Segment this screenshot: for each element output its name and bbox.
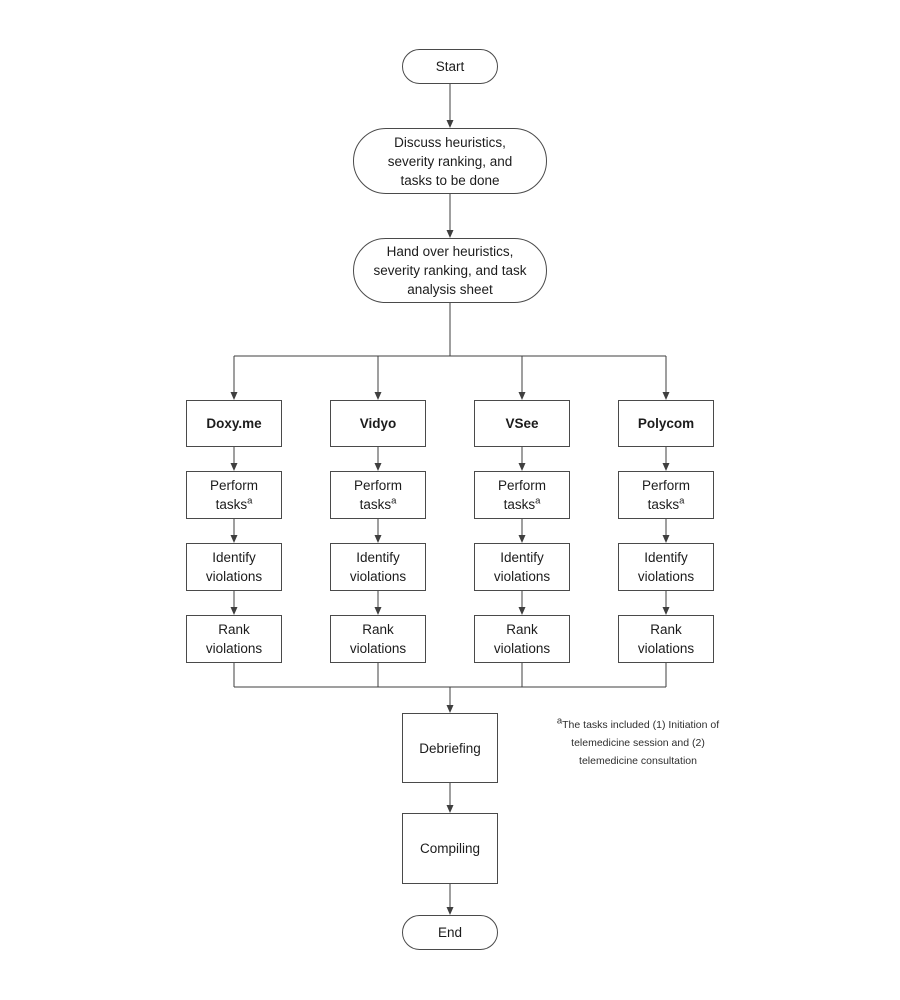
connector-perform-identify <box>230 519 670 543</box>
footnote-text: The tasks included (1) Initiation of tel… <box>562 719 720 767</box>
connector-merge <box>233 663 667 713</box>
node-label: Rank violations <box>205 622 263 656</box>
node-label: Discuss heuristics, severity ranking, an… <box>387 134 513 188</box>
flow-node-handover: Hand over heuristics, severity ranking, … <box>353 238 547 303</box>
node-label: Identify violations <box>205 550 263 584</box>
flow-node-platform-vsee: VSee <box>474 400 570 447</box>
flow-node-debriefing: Debriefing <box>402 713 498 783</box>
node-label: Perform tasksa <box>353 478 402 512</box>
flow-node-end: End <box>402 915 498 950</box>
footnote: aThe tasks included (1) Initiation of te… <box>515 716 761 770</box>
flow-node-rank-violations: Rank violations <box>330 615 426 663</box>
node-label: Debriefing <box>419 740 481 756</box>
footnote-marker: a <box>535 495 541 507</box>
node-label: Compiling <box>419 841 481 856</box>
flow-node-discuss: Discuss heuristics, severity ranking, an… <box>353 128 547 194</box>
footnote-marker: a <box>391 495 397 507</box>
node-label: Identify violations <box>637 550 695 584</box>
node-label: Rank violations <box>349 622 407 656</box>
footnote-marker: a <box>556 715 563 727</box>
flow-node-identify-violations: Identify violations <box>474 543 570 591</box>
flow-node-identify-violations: Identify violations <box>186 543 282 591</box>
node-label: VSee <box>505 416 539 431</box>
footnote-marker: a <box>247 495 253 507</box>
node-label: Doxy.me <box>206 416 262 431</box>
node-label: Perform tasksa <box>641 478 690 512</box>
node-label: Vidyo <box>359 416 397 431</box>
flow-node-perform-tasks: Perform tasksa <box>330 471 426 519</box>
connector-debriefing-compiling <box>446 783 454 813</box>
node-label: Rank violations <box>493 622 551 656</box>
node-label: Polycom <box>637 416 695 431</box>
connector-start-discuss <box>446 84 454 128</box>
flow-node-perform-tasks: Perform tasksa <box>474 471 570 519</box>
flow-node-rank-violations: Rank violations <box>618 615 714 663</box>
connector-compiling-end <box>446 884 454 915</box>
footnote-marker: a <box>679 495 685 507</box>
flow-node-platform-polycom: Polycom <box>618 400 714 447</box>
node-label: Identify violations <box>493 550 551 584</box>
flow-node-identify-violations: Identify violations <box>618 543 714 591</box>
node-label: Rank violations <box>637 622 695 656</box>
connector-split <box>230 303 670 400</box>
flow-node-compiling: Compiling <box>402 813 498 884</box>
node-label: Hand over heuristics, severity ranking, … <box>373 244 527 297</box>
connector-discuss-handover <box>446 194 454 238</box>
node-label: Perform tasksa <box>497 478 546 512</box>
flow-node-platform-doxyme: Doxy.me <box>186 400 282 447</box>
connector-identify-rank <box>230 591 670 615</box>
flow-node-rank-violations: Rank violations <box>186 615 282 663</box>
node-label: Start <box>435 59 465 74</box>
flow-node-perform-tasks: Perform tasksa <box>618 471 714 519</box>
connector-header-perform <box>230 447 670 471</box>
node-label: Perform tasksa <box>209 478 258 512</box>
node-label: Identify violations <box>349 550 407 584</box>
flow-node-platform-vidyo: Vidyo <box>330 400 426 447</box>
flow-node-start: Start <box>402 49 498 84</box>
flow-node-identify-violations: Identify violations <box>330 543 426 591</box>
node-label: End <box>437 925 463 940</box>
flow-node-perform-tasks: Perform tasksa <box>186 471 282 519</box>
flow-node-rank-violations: Rank violations <box>474 615 570 663</box>
